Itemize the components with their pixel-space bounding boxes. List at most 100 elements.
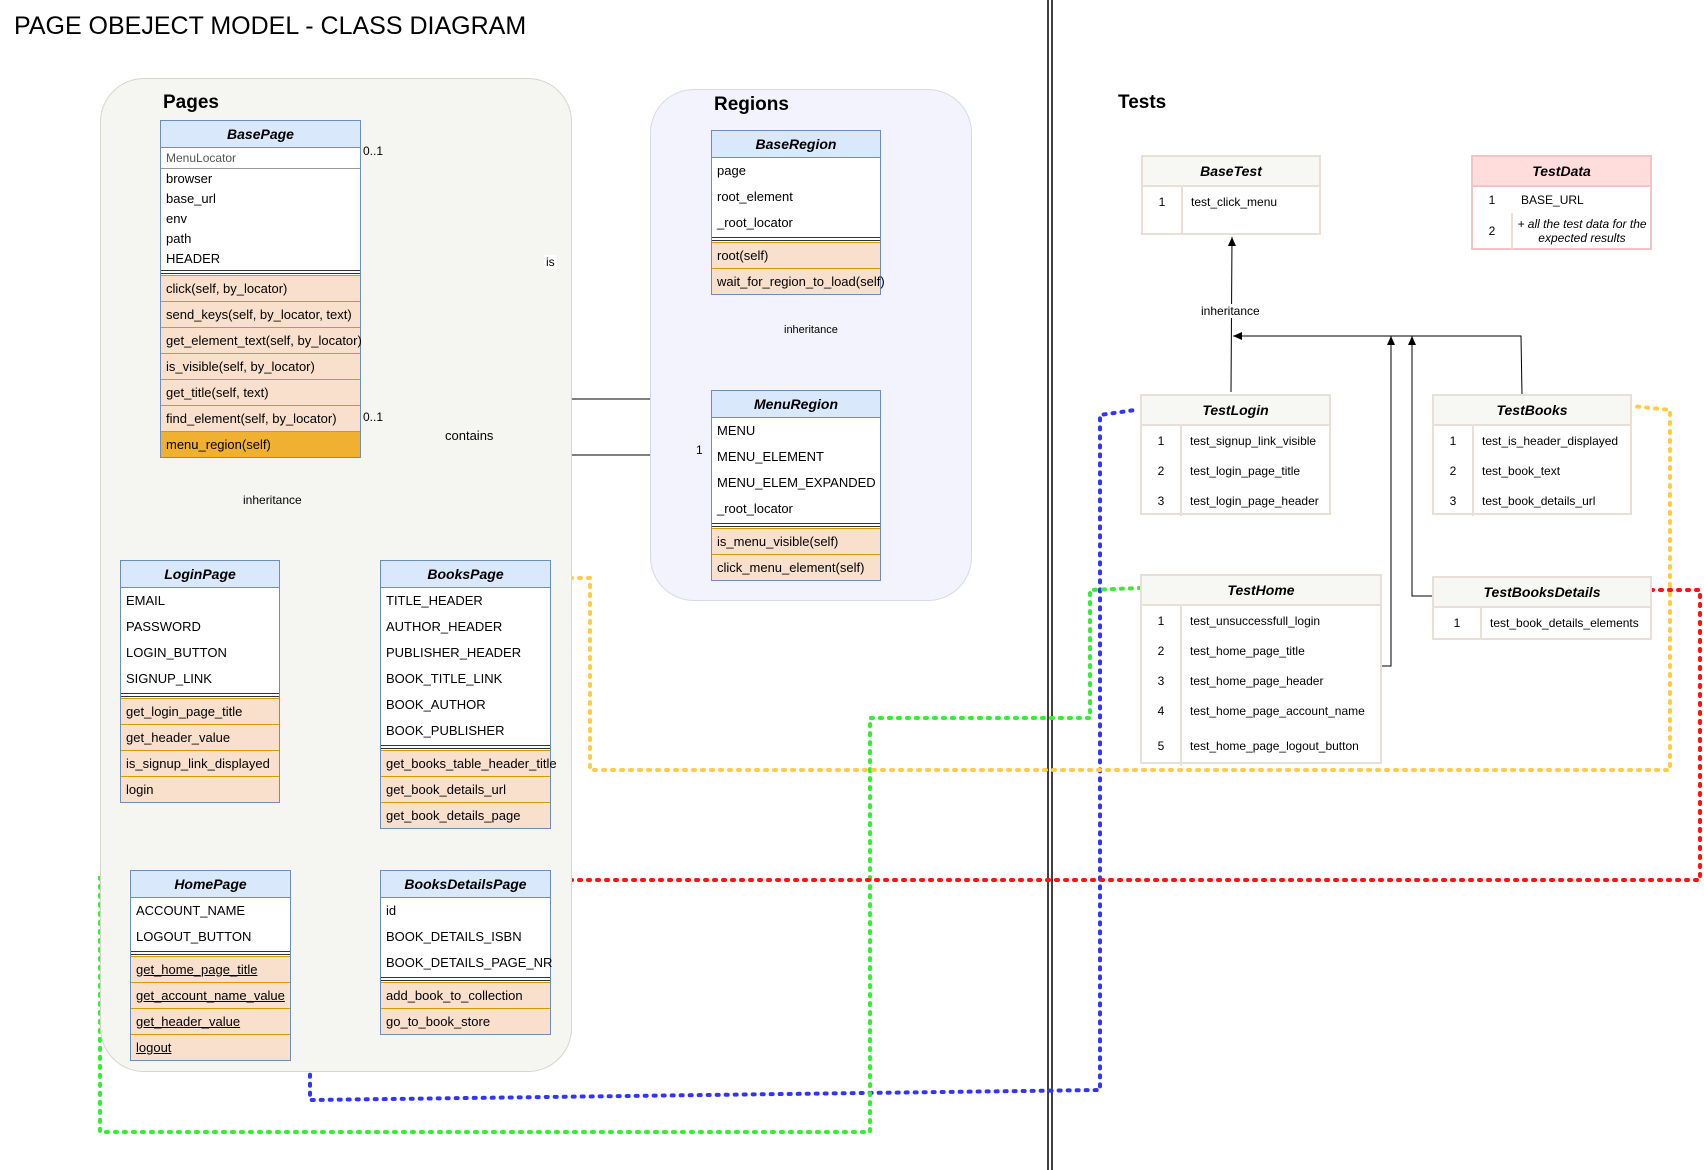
is-label: is bbox=[544, 255, 557, 269]
class-attribute: BOOK_PUBLISHER bbox=[381, 718, 550, 744]
class-attribute: EMAIL bbox=[121, 588, 279, 614]
class-attribute: base_url bbox=[161, 189, 360, 209]
class-method: get_book_details_url bbox=[381, 776, 550, 802]
table-row: 1 test_signup_link_visible bbox=[1142, 426, 1329, 456]
class-attribute: BOOK_TITLE_LINK bbox=[381, 666, 550, 692]
class-name: HomePage bbox=[131, 871, 290, 898]
class-name: BooksPage bbox=[381, 561, 550, 588]
row-value: test_book_details_url bbox=[1482, 494, 1596, 508]
row-number: 3 bbox=[1434, 486, 1474, 516]
inheritance-label-regions: inheritance bbox=[782, 324, 840, 336]
class-attribute: HEADER bbox=[161, 249, 360, 269]
class-attribute: ACCOUNT_NAME bbox=[131, 898, 290, 924]
row-number: 1 bbox=[1142, 426, 1182, 456]
row-value: test_login_page_header bbox=[1190, 494, 1319, 508]
row-value: test_signup_link_visible bbox=[1190, 434, 1317, 448]
row-number: 2 bbox=[1142, 636, 1182, 666]
row-value: test_home_page_header bbox=[1190, 674, 1324, 688]
row-number: 2 bbox=[1434, 456, 1474, 486]
red-link-books-details bbox=[550, 588, 1702, 882]
row-number: 1 bbox=[1143, 187, 1183, 235]
class-divider bbox=[131, 951, 290, 955]
inheritance-label-pages: inheritance bbox=[243, 493, 302, 507]
class-attribute: AUTHOR_HEADER bbox=[381, 614, 550, 640]
contains-label: contains bbox=[445, 428, 494, 443]
row-number: 1 bbox=[1434, 426, 1474, 456]
regions-group-title: Regions bbox=[714, 94, 789, 115]
class-method: get_title(self, text) bbox=[161, 379, 360, 405]
login-page-class: LoginPage EMAIL PASSWORD LOGIN_BUTTON SI… bbox=[120, 560, 280, 803]
table-title: BaseTest bbox=[1143, 157, 1319, 187]
class-method: get_element_text(self, by_locator) bbox=[161, 327, 362, 353]
class-attribute: browser bbox=[161, 169, 360, 189]
inherit-testbooks-to-basetest bbox=[1233, 332, 1523, 396]
class-attribute: MENU_ELEM_EXPANDED bbox=[712, 470, 880, 496]
orange-link-books bbox=[550, 404, 1672, 772]
class-attribute: MENU_ELEMENT bbox=[712, 444, 880, 470]
class-divider bbox=[381, 745, 550, 749]
class-attribute: MENU bbox=[712, 418, 880, 444]
table-title: TestBooksDetails bbox=[1434, 578, 1650, 608]
row-value: BASE_URL bbox=[1521, 193, 1584, 207]
class-divider bbox=[121, 693, 279, 697]
base-region-class: BaseRegion page root_element _root_locat… bbox=[711, 130, 885, 295]
class-method: send_keys(self, by_locator, text) bbox=[161, 301, 360, 327]
class-method: go_to_book_store bbox=[381, 1008, 550, 1034]
class-name: BasePage bbox=[161, 121, 360, 148]
class-name: LoginPage bbox=[121, 561, 279, 588]
class-attribute: BOOK_AUTHOR bbox=[381, 692, 550, 718]
class-divider bbox=[712, 237, 880, 241]
row-number: 4 bbox=[1142, 696, 1182, 726]
class-attribute: path bbox=[161, 229, 360, 249]
row-value: test_unsuccessfull_login bbox=[1190, 614, 1321, 628]
class-attribute: _root_locator bbox=[712, 496, 880, 522]
row-number: 3 bbox=[1142, 666, 1182, 696]
class-method: get_login_page_title bbox=[121, 698, 279, 724]
inherit-testhome-to-basetest bbox=[1382, 336, 1395, 667]
class-method: login bbox=[121, 776, 279, 802]
class-attribute: PUBLISHER_HEADER bbox=[381, 640, 550, 666]
table-row: 1 test_is_header_displayed bbox=[1434, 426, 1630, 456]
class-method: get_home_page_title bbox=[131, 956, 290, 982]
base-page-class: BasePage MenuLocator browser base_url en… bbox=[160, 120, 362, 458]
class-attribute: BOOK_DETAILS_ISBN bbox=[381, 924, 550, 950]
class-name: BooksDetailsPage bbox=[381, 871, 550, 898]
table-title: TestHome bbox=[1142, 576, 1380, 606]
class-name: BaseRegion bbox=[712, 131, 880, 158]
class-divider bbox=[712, 523, 880, 527]
table-row: 3 test_book_details_url bbox=[1434, 486, 1630, 516]
multiplicity-label: 0..1 bbox=[363, 144, 384, 158]
class-method: get_book_details_page bbox=[381, 802, 550, 828]
table-title: TestBooks bbox=[1434, 396, 1630, 426]
class-attribute: _root_locator bbox=[712, 210, 880, 236]
class-attribute: page bbox=[712, 158, 880, 184]
table-row: 1 BASE_URL bbox=[1473, 187, 1650, 213]
row-number: 1 bbox=[1488, 193, 1496, 207]
test-data-table: TestData 1 BASE_URL 2+ all the test data … bbox=[1471, 155, 1652, 250]
row-value: test_is_header_displayed bbox=[1482, 434, 1619, 448]
class-attribute: PASSWORD bbox=[121, 614, 279, 640]
multiplicity-label: 1 bbox=[696, 443, 703, 457]
diagram-title: PAGE OBEJECT MODEL - CLASS DIAGRAM bbox=[14, 12, 527, 40]
row-number: 2 bbox=[1473, 213, 1513, 249]
class-method: click(self, by_locator) bbox=[161, 275, 360, 301]
inherit-testbooksdetails-to-basetest bbox=[1408, 336, 1432, 597]
row-value: test_home_page_account_name bbox=[1190, 704, 1365, 718]
row-value: test_book_details_elements bbox=[1490, 616, 1639, 630]
class-method: logout bbox=[131, 1034, 290, 1060]
tests-group-title: Tests bbox=[1118, 92, 1167, 113]
row-value: + all the test data for the expected res… bbox=[1517, 217, 1647, 245]
table-title: TestData bbox=[1473, 157, 1650, 187]
books-page-class: BooksPage TITLE_HEADER AUTHOR_HEADER PUB… bbox=[380, 560, 557, 829]
